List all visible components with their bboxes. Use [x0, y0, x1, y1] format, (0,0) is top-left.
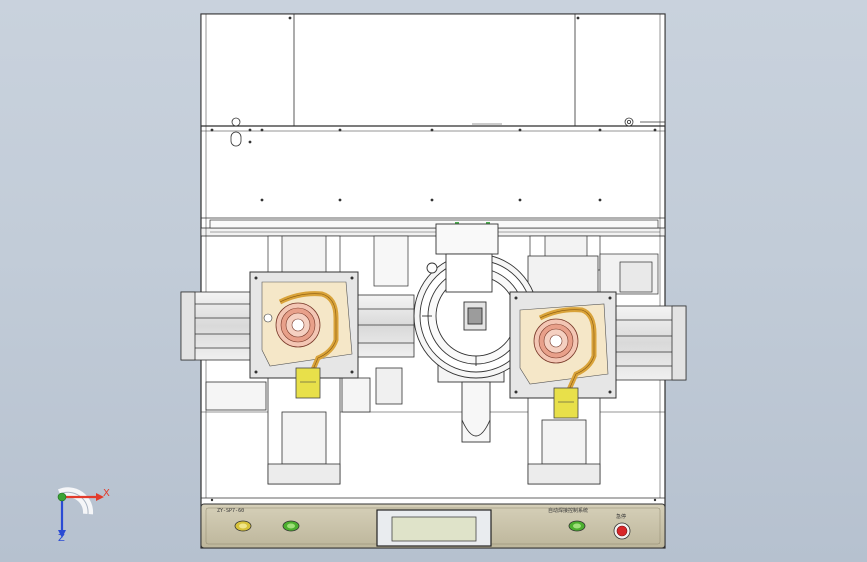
z-axis-label: Z [58, 533, 65, 544]
green-markers [455, 222, 490, 225]
upper-carriage [209, 219, 659, 295]
green-pilot-lamp[interactable] [282, 520, 300, 532]
door-lock-icon [230, 117, 252, 147]
x-axis-label: X [103, 488, 110, 499]
lcd-display[interactable] [376, 509, 492, 547]
panel-model-label: ZY-SP7-60 [217, 508, 244, 514]
left-weld-head [249, 271, 359, 399]
right-linear-module [613, 305, 687, 381]
rotary-table [413, 223, 539, 443]
yellow-pilot-lamp[interactable] [234, 520, 252, 532]
left-linear-module [180, 291, 415, 361]
panel-system-label: 自动焊接控制系统 [548, 507, 588, 514]
right-weld-head [509, 291, 617, 419]
emergency-stop-button[interactable] [613, 522, 631, 540]
grommet-icon [624, 117, 665, 127]
right-vertical-slide [527, 255, 601, 485]
y-axis-dot [57, 492, 67, 502]
green-start-button[interactable] [568, 520, 586, 532]
estop-label: 急停 [616, 513, 626, 520]
coordinate-triad [57, 487, 104, 538]
